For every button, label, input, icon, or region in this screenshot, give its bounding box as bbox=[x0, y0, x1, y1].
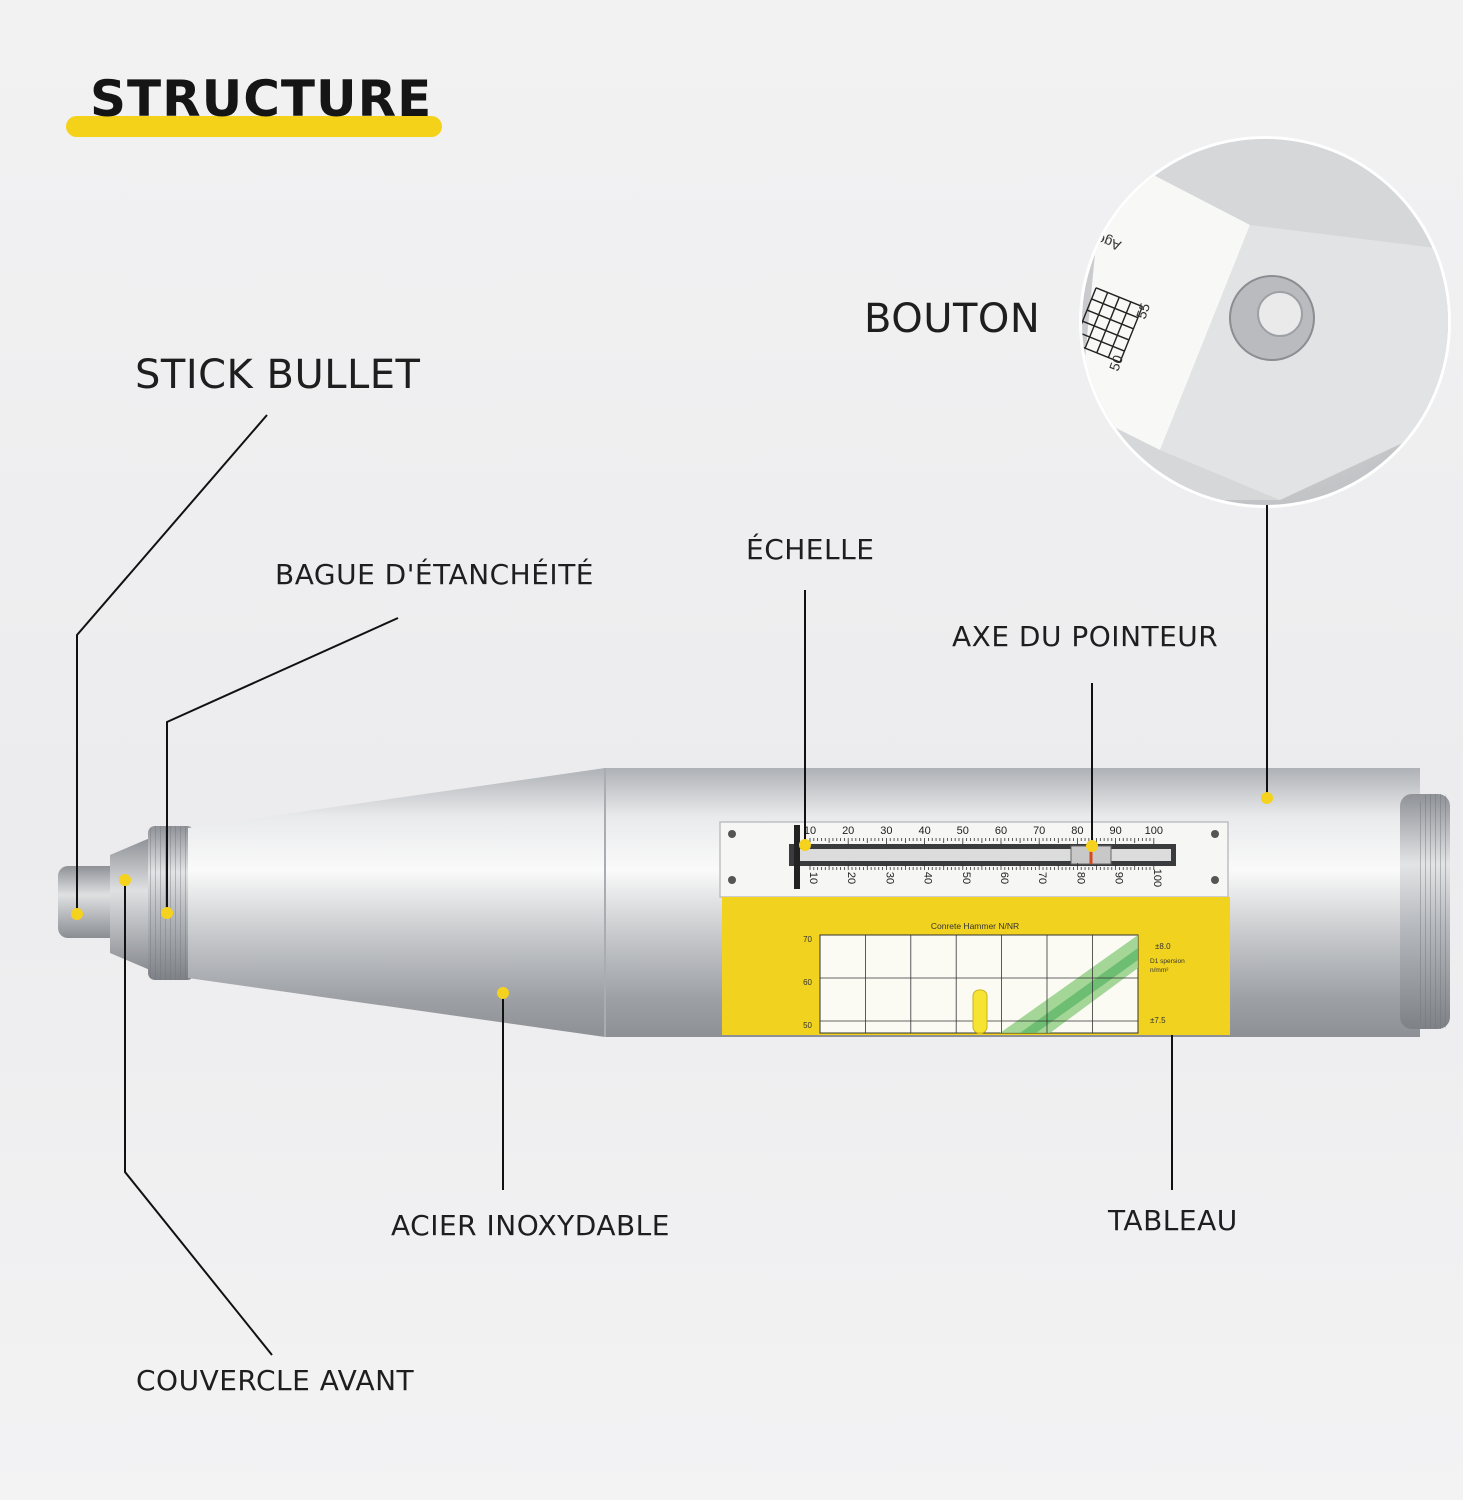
inset-grid-cells bbox=[1082, 287, 1144, 363]
scale-number-bottom: 100 bbox=[1151, 869, 1163, 887]
leader-front-cover bbox=[124, 880, 273, 1356]
inset-tick-50: 50 bbox=[1106, 353, 1126, 373]
scale-number-top: 10 bbox=[804, 825, 816, 837]
chart-note-unit: n/mm² bbox=[1150, 967, 1169, 974]
label-button: BOUTON bbox=[864, 296, 1041, 342]
inset-shade bbox=[1160, 225, 1448, 500]
screw-2 bbox=[1211, 830, 1219, 838]
scale-number-bottom: 40 bbox=[922, 872, 934, 884]
inset-grid-line bbox=[1107, 301, 1132, 358]
chart-band-outer bbox=[1000, 935, 1138, 1033]
screw-1 bbox=[728, 830, 736, 838]
label-stick-bullet: STICK BULLET bbox=[135, 352, 421, 398]
label-scale: ÉCHELLE bbox=[746, 533, 875, 566]
scale-number-bottom: 90 bbox=[1113, 872, 1125, 884]
marker-scale bbox=[799, 839, 811, 851]
scale-number-bottom: 50 bbox=[960, 872, 972, 884]
scale-number-top: 70 bbox=[1033, 825, 1045, 837]
inset-grid bbox=[1082, 287, 1144, 363]
scale-ticks bbox=[809, 838, 1155, 870]
scale-number-bottom: 80 bbox=[1074, 872, 1086, 884]
chart-band-inner bbox=[1020, 948, 1138, 1033]
scale-number-bottom: 60 bbox=[998, 872, 1010, 884]
inset-grid-line bbox=[1082, 287, 1097, 344]
title-underline bbox=[66, 116, 442, 137]
markers bbox=[71, 792, 1273, 999]
scale-number-bottom: 30 bbox=[883, 872, 895, 884]
scale-plate: 10 20 30 40 50 60 70 80 90 100 10 20 30 40 50 60 70 80 90… bbox=[719, 821, 1229, 898]
label-front-cover: COUVERCLE AVANT bbox=[136, 1364, 415, 1397]
leader-stick-bullet bbox=[76, 414, 268, 914]
screw-3 bbox=[728, 876, 736, 884]
scale-number-top: 50 bbox=[957, 825, 969, 837]
label-table: TABLEAU bbox=[1108, 1204, 1238, 1237]
scale-numbers-bottom: 10 20 30 40 50 60 70 80 90 100 bbox=[807, 869, 1163, 887]
marker-stick-bullet bbox=[71, 908, 83, 920]
tip-pin bbox=[58, 866, 120, 938]
chart-plate: Conrete Hammer N/NR 70 60 50 ±8.0 D1 spe… bbox=[722, 897, 1230, 1035]
scale-number-top: 90 bbox=[1109, 825, 1121, 837]
sealing-ring-knurl bbox=[148, 826, 194, 980]
marker-stainless-steel bbox=[497, 987, 509, 999]
label-sealing-ring: BAGUE D'ÉTANCHÉITÉ bbox=[275, 558, 594, 591]
chart-ytick-60: 60 bbox=[803, 978, 812, 987]
marker-button bbox=[1261, 792, 1273, 804]
inset-tick-55: 55 bbox=[1133, 301, 1153, 321]
inset-grid-line bbox=[1119, 306, 1144, 363]
scale-number-top: 40 bbox=[918, 825, 930, 837]
scale-number-bottom: 20 bbox=[845, 872, 857, 884]
scale-number-top: 20 bbox=[842, 825, 854, 837]
scale-number-top: 60 bbox=[995, 825, 1007, 837]
scale-number-bottom: 70 bbox=[1036, 872, 1048, 884]
leader-sealing-ring bbox=[166, 617, 399, 913]
scale-number-top: 100 bbox=[1145, 825, 1163, 837]
scale-number-top: 80 bbox=[1071, 825, 1083, 837]
marker-sealing-ring bbox=[161, 907, 173, 919]
chart-indicator bbox=[972, 989, 988, 1034]
inset-button-cap bbox=[1257, 291, 1303, 337]
inset-grid-line bbox=[1096, 296, 1120, 354]
scale-numbers-top: 10 20 30 40 50 60 70 80 90 100 bbox=[804, 825, 1163, 837]
screw-4 bbox=[1211, 876, 1219, 884]
leader-lines bbox=[76, 414, 1268, 1356]
chart-note-top: ±8.0 bbox=[1155, 942, 1171, 951]
label-pointer-axis: AXE DU POINTEUR bbox=[952, 620, 1219, 653]
scale-number-top: 30 bbox=[880, 825, 892, 837]
marker-front-cover bbox=[119, 874, 131, 886]
inset-magnifier: Age 55 50 bbox=[1079, 136, 1451, 508]
end-cap-knurl bbox=[1420, 794, 1450, 1029]
front-cover-shape bbox=[110, 838, 150, 970]
scale-number-bottom: 10 bbox=[807, 872, 819, 884]
inset-grid-line bbox=[1084, 292, 1109, 349]
chart-ytick-70: 70 bbox=[803, 935, 812, 944]
chart-note-bottom: ±7.5 bbox=[1150, 1016, 1166, 1025]
title-block: STRUCTURE bbox=[66, 70, 444, 140]
inset-label-paper bbox=[1082, 150, 1250, 450]
label-stainless-steel: ACIER INOXYDABLE bbox=[391, 1209, 670, 1242]
chart-plate-title: Conrete Hammer N/NR bbox=[931, 921, 1019, 931]
chart-ytick-50: 50 bbox=[803, 1021, 812, 1030]
page-title: STRUCTURE bbox=[90, 70, 433, 128]
marker-pointer-axis bbox=[1086, 840, 1098, 852]
scale-start-bar bbox=[794, 825, 800, 889]
scale-slot-inner bbox=[794, 849, 1171, 861]
chart-note-mid: D1 spersion bbox=[1150, 958, 1185, 965]
